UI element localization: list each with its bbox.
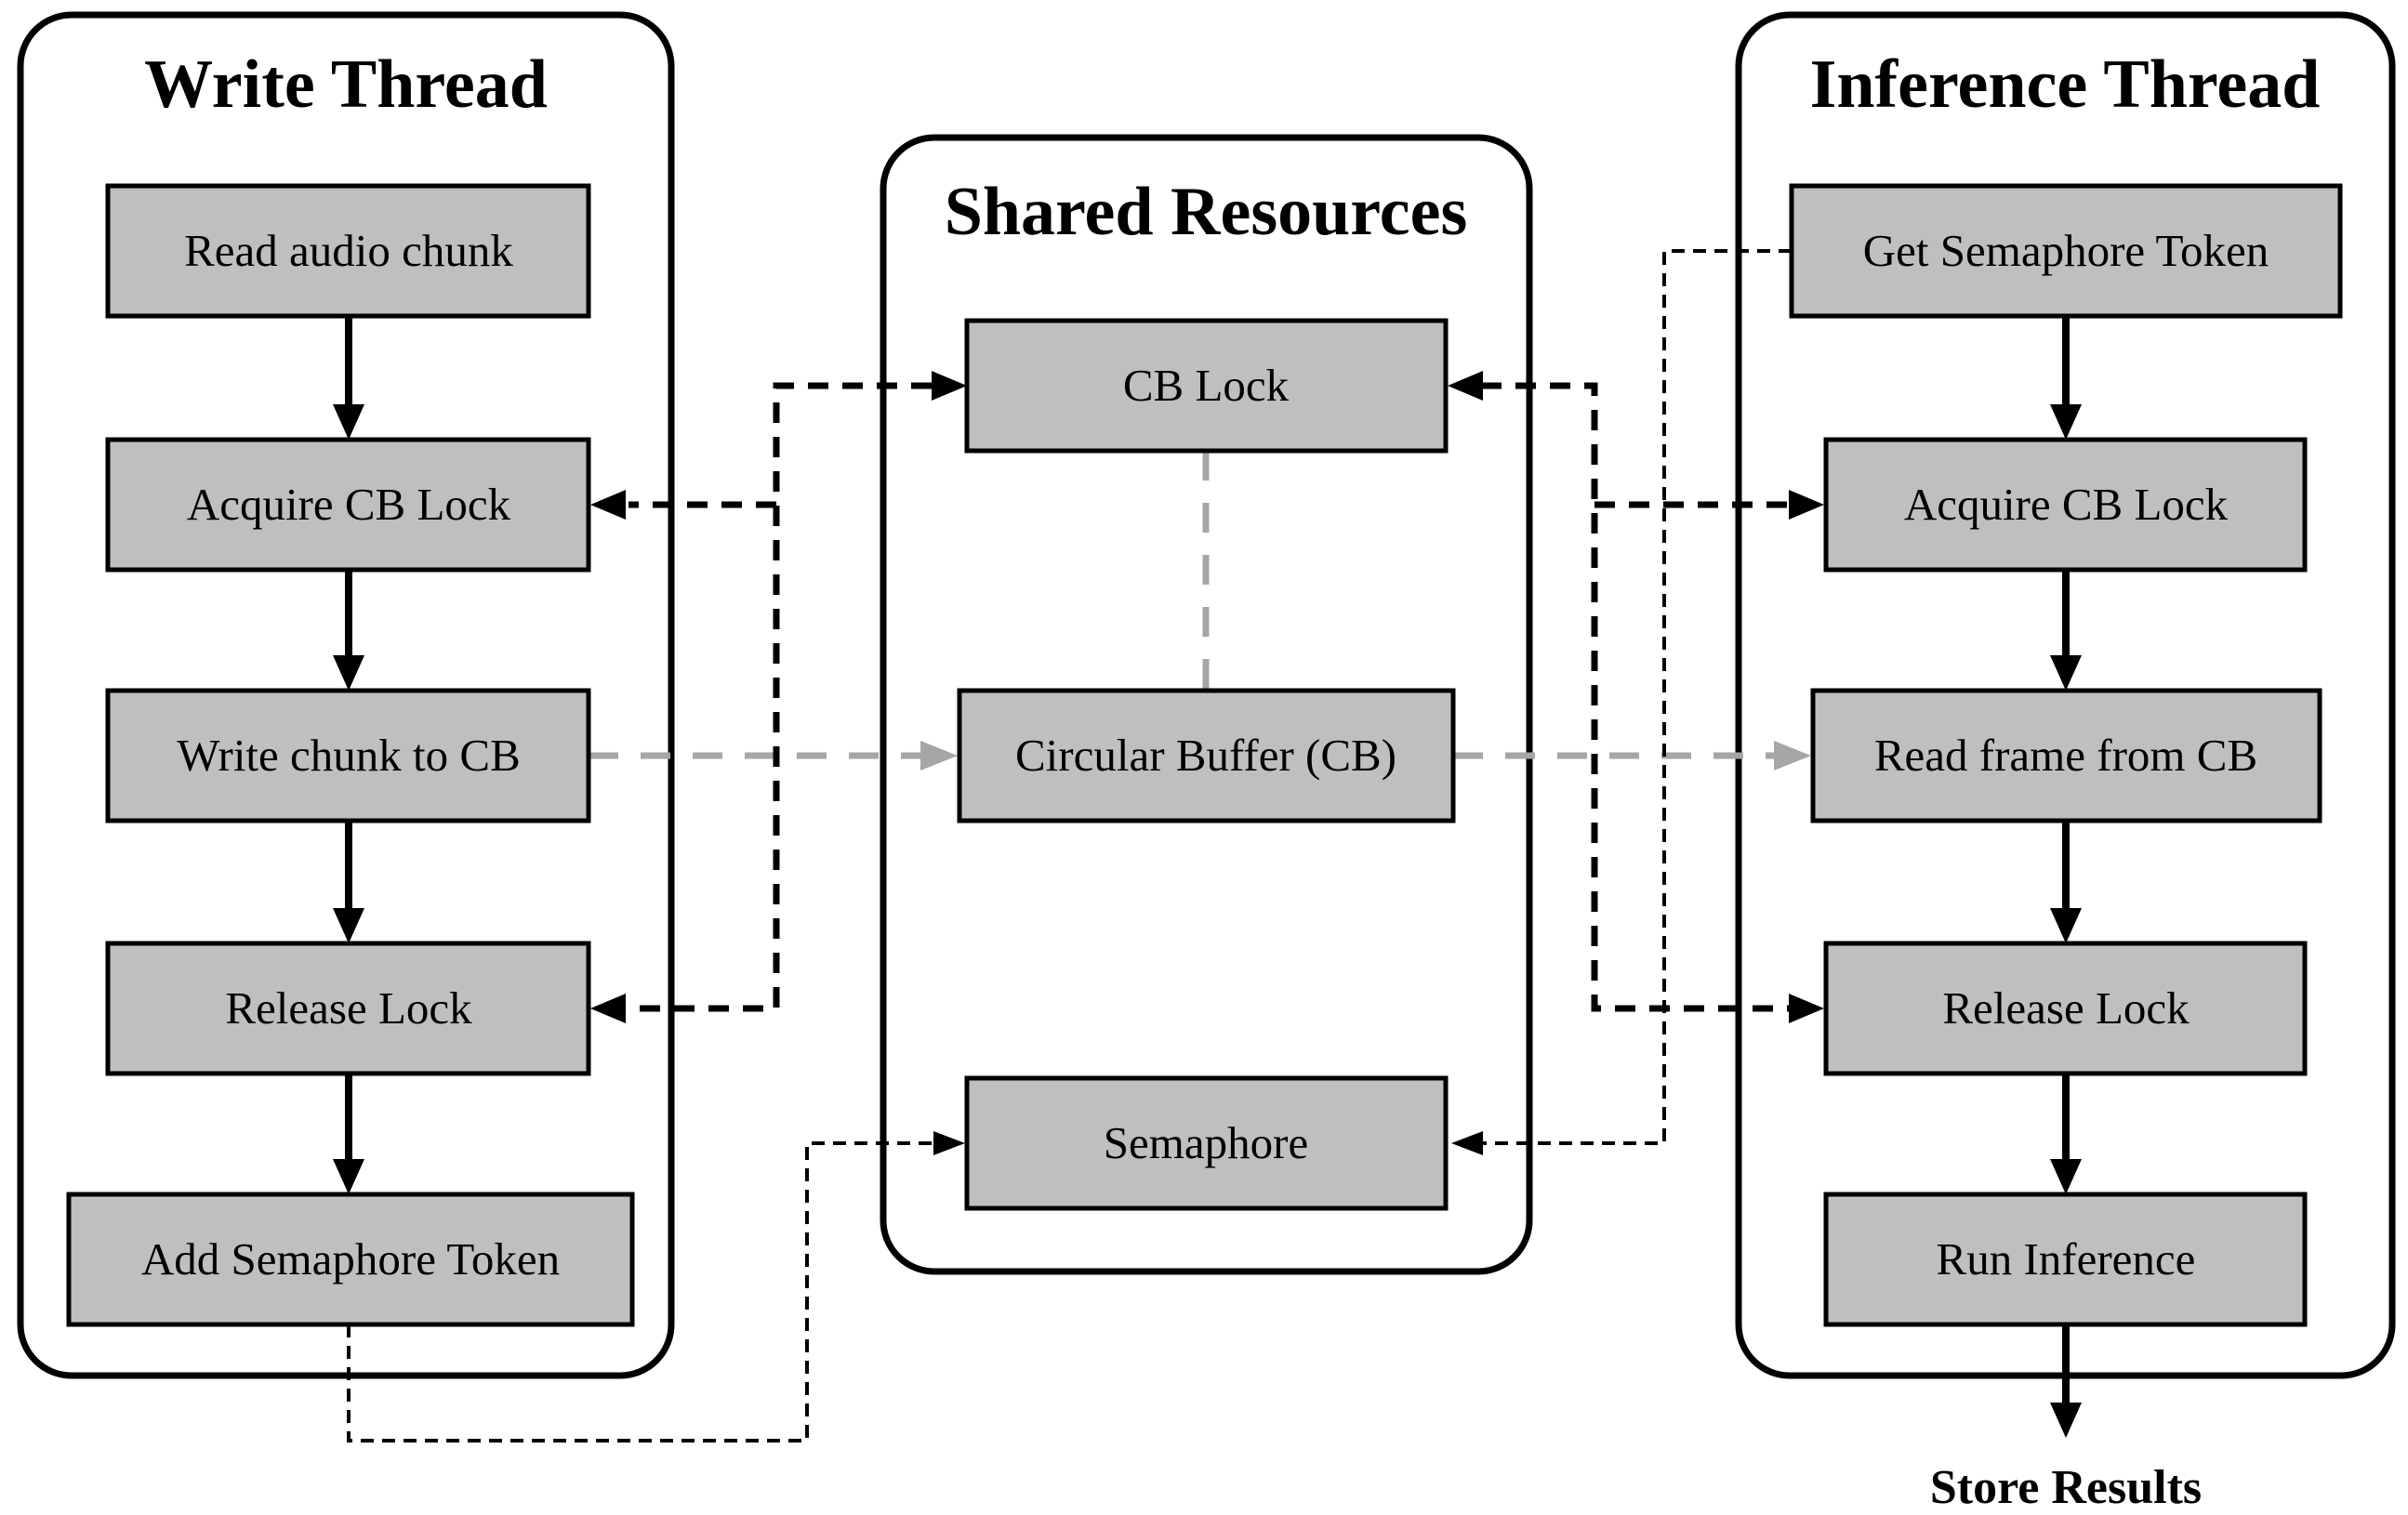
shared-resources-panel bbox=[880, 134, 1533, 1275]
step-box-acquire-cb-lock-inference: Acquire CB Lock bbox=[1823, 437, 2308, 573]
data-link-write-to-buffer bbox=[589, 741, 958, 771]
step-box-rect bbox=[66, 1192, 635, 1327]
step-label: Read audio chunk bbox=[184, 225, 513, 276]
step-box-write-chunk-to-cb: Write chunk to CB bbox=[105, 688, 591, 823]
resource-label: Semaphore bbox=[1104, 1117, 1308, 1168]
semaphore-link-get-token bbox=[1451, 249, 1792, 1155]
data-link-buffer-to-read bbox=[1453, 741, 1811, 771]
left-arrowhead-icon bbox=[1448, 371, 1483, 401]
inference-thread-title: Inference Thread bbox=[1810, 46, 2321, 123]
step-box-get-semaphore-token: Get Semaphore Token bbox=[1789, 183, 2343, 319]
right-arrowhead-icon bbox=[1774, 741, 1811, 771]
step-box-rect bbox=[1823, 437, 2308, 573]
step-box-release-lock-inference: Release Lock bbox=[1823, 941, 2308, 1076]
step-box-read-frame-from-cb: Read frame from CB bbox=[1810, 688, 2322, 823]
step-box-rect bbox=[1789, 183, 2343, 319]
down-arrowhead-icon bbox=[333, 908, 364, 943]
lock-link-inference-trunk bbox=[1481, 382, 1791, 1012]
flow-arrows-inference-thread bbox=[2050, 316, 2082, 1438]
step-box-read-audio-chunk: Read audio chunk bbox=[105, 183, 591, 319]
step-label: Run Inference bbox=[1937, 1233, 2196, 1284]
resource-box-cb-lock: CB Lock bbox=[964, 318, 1449, 454]
shared-resources-title: Shared Resources bbox=[945, 174, 1468, 250]
step-box-rect bbox=[1810, 688, 2322, 823]
step-box-rect bbox=[105, 437, 591, 573]
right-arrowhead-icon bbox=[933, 1131, 965, 1155]
step-label: Write chunk to CB bbox=[177, 730, 521, 781]
resource-box-circular-buffer: Circular Buffer (CB) bbox=[957, 688, 1456, 823]
lock-link-write-side bbox=[590, 371, 967, 1023]
step-label: Get Semaphore Token bbox=[1863, 225, 2269, 276]
step-label: Acquire CB Lock bbox=[1904, 479, 2229, 530]
down-arrowhead-icon bbox=[2050, 655, 2082, 691]
semaphore-link-add-token bbox=[347, 1131, 965, 1443]
right-arrowhead-icon bbox=[1789, 490, 1824, 520]
lock-link-inference-side bbox=[1448, 371, 1824, 1023]
down-arrowhead-icon bbox=[2050, 1403, 2082, 1438]
step-box-rect bbox=[105, 183, 591, 319]
resource-box-rect bbox=[957, 688, 1456, 823]
step-box-rect bbox=[1823, 1192, 2308, 1327]
step-label: Read frame from CB bbox=[1874, 730, 2257, 781]
store-results-label: Store Results bbox=[1930, 1461, 2202, 1514]
step-box-acquire-cb-lock-write: Acquire CB Lock bbox=[105, 437, 591, 573]
resource-box-rect bbox=[964, 1075, 1449, 1211]
step-box-release-lock-write: Release Lock bbox=[105, 941, 591, 1076]
step-box-rect bbox=[105, 941, 591, 1076]
step-box-rect bbox=[105, 688, 591, 823]
write-thread-panel bbox=[17, 11, 675, 1379]
step-box-add-semaphore-token: Add Semaphore Token bbox=[66, 1192, 635, 1327]
right-arrowhead-icon bbox=[932, 371, 967, 401]
left-arrowhead-icon bbox=[1451, 1131, 1483, 1155]
down-arrowhead-icon bbox=[333, 404, 364, 440]
step-label: Release Lock bbox=[225, 982, 472, 1034]
left-arrowhead-icon bbox=[590, 490, 626, 520]
step-box-rect bbox=[1823, 941, 2308, 1076]
down-arrowhead-icon bbox=[2050, 908, 2082, 943]
resource-box-semaphore: Semaphore bbox=[964, 1075, 1449, 1211]
resource-label: CB Lock bbox=[1123, 360, 1290, 411]
step-box-run-inference: Run Inference bbox=[1823, 1192, 2308, 1327]
write-thread-title: Write Thread bbox=[144, 46, 548, 123]
lock-link-write-trunk bbox=[628, 382, 932, 1012]
right-arrowhead-icon bbox=[920, 741, 958, 771]
flow-arrows-write-thread bbox=[333, 316, 364, 1194]
right-arrowhead-icon bbox=[1789, 994, 1824, 1023]
resource-box-rect bbox=[964, 318, 1449, 454]
down-arrowhead-icon bbox=[333, 655, 364, 691]
down-arrowhead-icon bbox=[2050, 404, 2082, 440]
resource-label: Circular Buffer (CB) bbox=[1015, 730, 1396, 781]
down-arrowhead-icon bbox=[333, 1159, 364, 1194]
left-arrowhead-icon bbox=[590, 994, 626, 1023]
down-arrowhead-icon bbox=[2050, 1159, 2082, 1194]
step-label: Add Semaphore Token bbox=[141, 1233, 560, 1284]
step-label: Release Lock bbox=[1942, 982, 2190, 1034]
step-label: Acquire CB Lock bbox=[187, 479, 511, 530]
